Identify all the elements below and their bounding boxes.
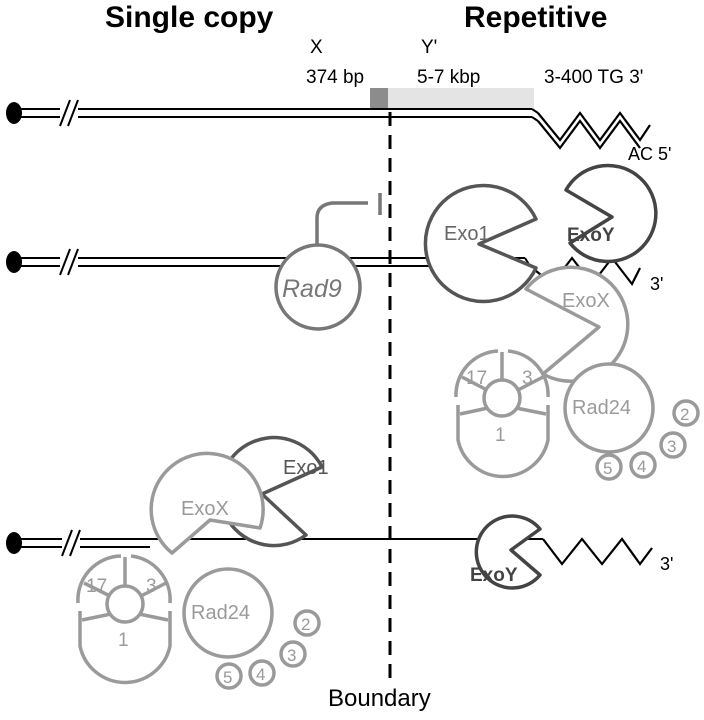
row1-chromosome (6, 88, 651, 150)
exoy-row3: ExoY (470, 514, 542, 590)
mrx-3-row2: 3 (522, 368, 533, 389)
mrx-complex-row3: 17 3 1 (76, 554, 172, 685)
rfc4-row2: 4 (637, 457, 646, 476)
exoy-row2-label: ExoY (567, 225, 615, 246)
rad9-protein: Rad9 (274, 193, 382, 331)
mrx-complex-row2: 17 3 1 (454, 349, 550, 479)
ac-5prime-label: AC 5' (628, 144, 671, 164)
rfc3-row2: 3 (667, 437, 676, 456)
mrx-3-row3: 3 (146, 576, 157, 597)
rfc-subunits-row3: 2 3 4 5 (215, 609, 321, 690)
exo1-row2: Exo1 (423, 183, 538, 304)
y-prime-element (388, 88, 534, 108)
rad24-row2-label: Rad24 (572, 397, 631, 419)
row3-ssdna-3prime (542, 537, 653, 566)
row3-break-mark (61, 529, 73, 557)
rfc3-row3: 3 (287, 646, 296, 665)
row2-3prime-label: 3' (650, 274, 663, 294)
rfc5-row3: 5 (223, 668, 232, 687)
row1-tg-repeats (537, 111, 651, 142)
repetitive-header: Repetitive (464, 1, 607, 34)
rfc5-row2: 5 (603, 459, 612, 478)
row3-centromere (6, 532, 22, 554)
row2-break-mark (59, 248, 71, 276)
mrx-17-row3: 17 (86, 576, 107, 597)
mrx-1-row2: 1 (495, 425, 506, 446)
y-element-name: Y' (421, 37, 437, 58)
exox-row3-label: ExoX (181, 498, 229, 520)
rad24-row2: Rad24 (563, 362, 655, 454)
rad9-label: Rad9 (282, 275, 342, 303)
rfc-subunits-row2: 2 3 4 5 (595, 399, 700, 481)
rfc4-row3: 4 (256, 665, 265, 684)
exox-row2-label: ExoX (562, 290, 610, 312)
row3-3prime-label: 3' (660, 554, 673, 574)
row1-break-mark (59, 99, 71, 127)
rfc2-row2: 2 (680, 405, 689, 424)
exox-row3: ExoX (149, 451, 265, 555)
mrx-1-row3: 1 (118, 630, 129, 651)
rfc2-row3: 2 (301, 615, 310, 634)
row1-centromere (6, 102, 22, 124)
exoy-row2: ExoY (564, 163, 658, 264)
tg-repeat-label: 3-400 TG 3' (544, 67, 643, 88)
exo1-row3-label: Exo1 (283, 457, 329, 479)
rad24-row3-label: Rad24 (191, 602, 250, 624)
rad24-row3: Rad24 (182, 567, 274, 659)
boundary-label: Boundary (328, 685, 431, 712)
single-copy-header: Single copy (105, 1, 274, 34)
mrx-17-row2: 17 (466, 368, 487, 389)
exox-row2: ExoX (524, 265, 630, 383)
x-element (370, 88, 388, 108)
exo1-row2-label: Exo1 (444, 223, 490, 245)
x-element-name: X (310, 37, 323, 58)
row2-centromere (6, 251, 22, 273)
x-element-size: 374 bp (306, 67, 364, 88)
exoy-row3-label: ExoY (470, 565, 518, 586)
y-element-size: 5-7 kbp (417, 67, 480, 88)
